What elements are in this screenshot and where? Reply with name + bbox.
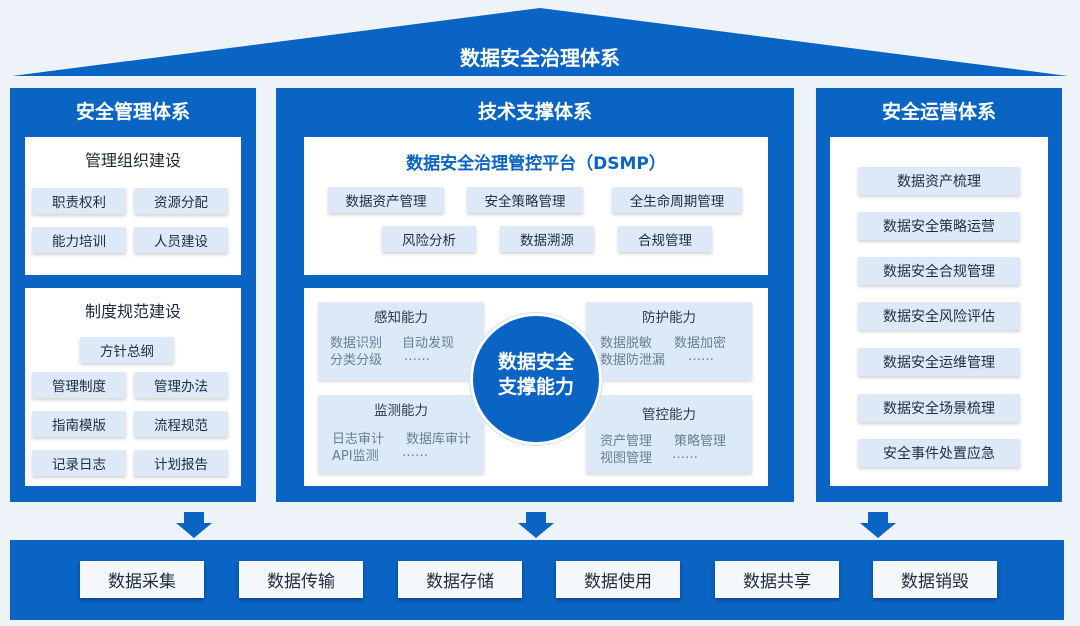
capability-item: 数据防泄漏 [600, 353, 666, 368]
lifecycle-stage: 数据销毁 [873, 561, 997, 598]
down-arrow-icon [176, 512, 212, 538]
policy-item: 记录日志 [32, 450, 126, 476]
lifecycle-stage: 数据存储 [398, 561, 522, 598]
policy-item: 方针总纲 [80, 337, 174, 363]
lifecycle-stage: 数据使用 [556, 561, 680, 598]
operations-item: 数据安全合规管理 [858, 257, 1020, 285]
capability-item: 日志审计 [332, 432, 385, 447]
capability-item: …… [672, 447, 698, 462]
platform-item: 全生命周期管理 [612, 187, 742, 213]
capability-control: 管控能力 资产管理 策略管理 视图管理 …… [586, 395, 752, 473]
org-item: 能力培训 [32, 227, 126, 253]
core-line-2: 支撑能力 [497, 376, 574, 398]
policy-building-title: 制度规范建设 [84, 302, 181, 321]
capability-item: …… [402, 445, 428, 460]
core-line-1: 数据安全 [497, 351, 574, 373]
lifecycle-stage: 数据传输 [239, 561, 363, 598]
capability-title: 监测能力 [374, 403, 428, 419]
capability-item: API监测 [332, 449, 379, 464]
capability-title: 感知能力 [374, 310, 428, 326]
capability-protection: 防护能力 数据脱敏 数据加密 数据防泄漏 …… [586, 302, 752, 380]
platform-item: 数据资产管理 [328, 187, 444, 213]
capability-item: 分类分级 [330, 353, 383, 368]
down-arrow-icon [860, 512, 896, 538]
capability-item: …… [688, 349, 714, 364]
policy-item: 计划报告 [134, 450, 228, 476]
platform-item: 数据溯源 [500, 226, 594, 252]
roof-title: 数据安全治理体系 [460, 46, 620, 70]
capability-sensing: 感知能力 数据识别 自动发现 分类分级 …… [318, 302, 484, 380]
platform-item: 安全策略管理 [467, 187, 583, 213]
platform-item: 合规管理 [618, 226, 712, 252]
management-system-title: 安全管理体系 [75, 101, 190, 123]
operations-item: 数据安全策略运营 [858, 212, 1020, 240]
capability-item: …… [404, 349, 430, 364]
operations-item: 数据资产梳理 [858, 167, 1020, 195]
operations-item: 安全事件处置应急 [858, 439, 1020, 467]
core-capability-label: 数据安全 支撑能力 [470, 350, 602, 400]
operations-item: 数据安全风险评估 [858, 302, 1020, 330]
operations-item: 数据安全运维管理 [858, 348, 1020, 376]
capability-monitoring: 监测能力 日志审计 数据库审计 API监测 …… [318, 395, 484, 473]
operations-system-title: 安全运营体系 [881, 101, 996, 123]
platform-item: 风险分析 [382, 226, 476, 252]
capability-title: 防护能力 [642, 310, 696, 326]
capability-item: 自动发现 [402, 336, 455, 351]
lifecycle-stage: 数据采集 [80, 561, 204, 598]
core-capability-circle [470, 313, 602, 445]
roof-triangle [12, 8, 1068, 76]
operations-item: 数据安全场景梳理 [858, 394, 1020, 422]
capability-item: 策略管理 [674, 434, 727, 449]
capability-title: 管控能力 [642, 407, 696, 423]
org-item: 人员建设 [134, 227, 228, 253]
policy-item: 管理制度 [32, 372, 126, 398]
capability-item: 数据库审计 [406, 432, 472, 447]
capability-item: 数据识别 [330, 336, 383, 351]
policy-item: 管理办法 [134, 372, 228, 398]
down-arrow-icon [518, 512, 554, 538]
tech-support-title: 技术支撑体系 [477, 101, 592, 123]
policy-item: 流程规范 [134, 411, 228, 437]
org-item: 职责权利 [32, 188, 126, 214]
capability-item: 数据加密 [674, 336, 727, 351]
org-item: 资源分配 [134, 188, 228, 214]
policy-item: 指南模版 [32, 411, 126, 437]
org-building-title: 管理组织建设 [84, 151, 181, 170]
capability-item: 资产管理 [600, 434, 653, 449]
lifecycle-stage: 数据共享 [715, 561, 839, 598]
dsmp-platform-title: 数据安全治理管控平台（DSMP） [406, 154, 666, 174]
capability-item: 视图管理 [600, 451, 653, 466]
capability-item: 数据脱敏 [600, 336, 653, 351]
